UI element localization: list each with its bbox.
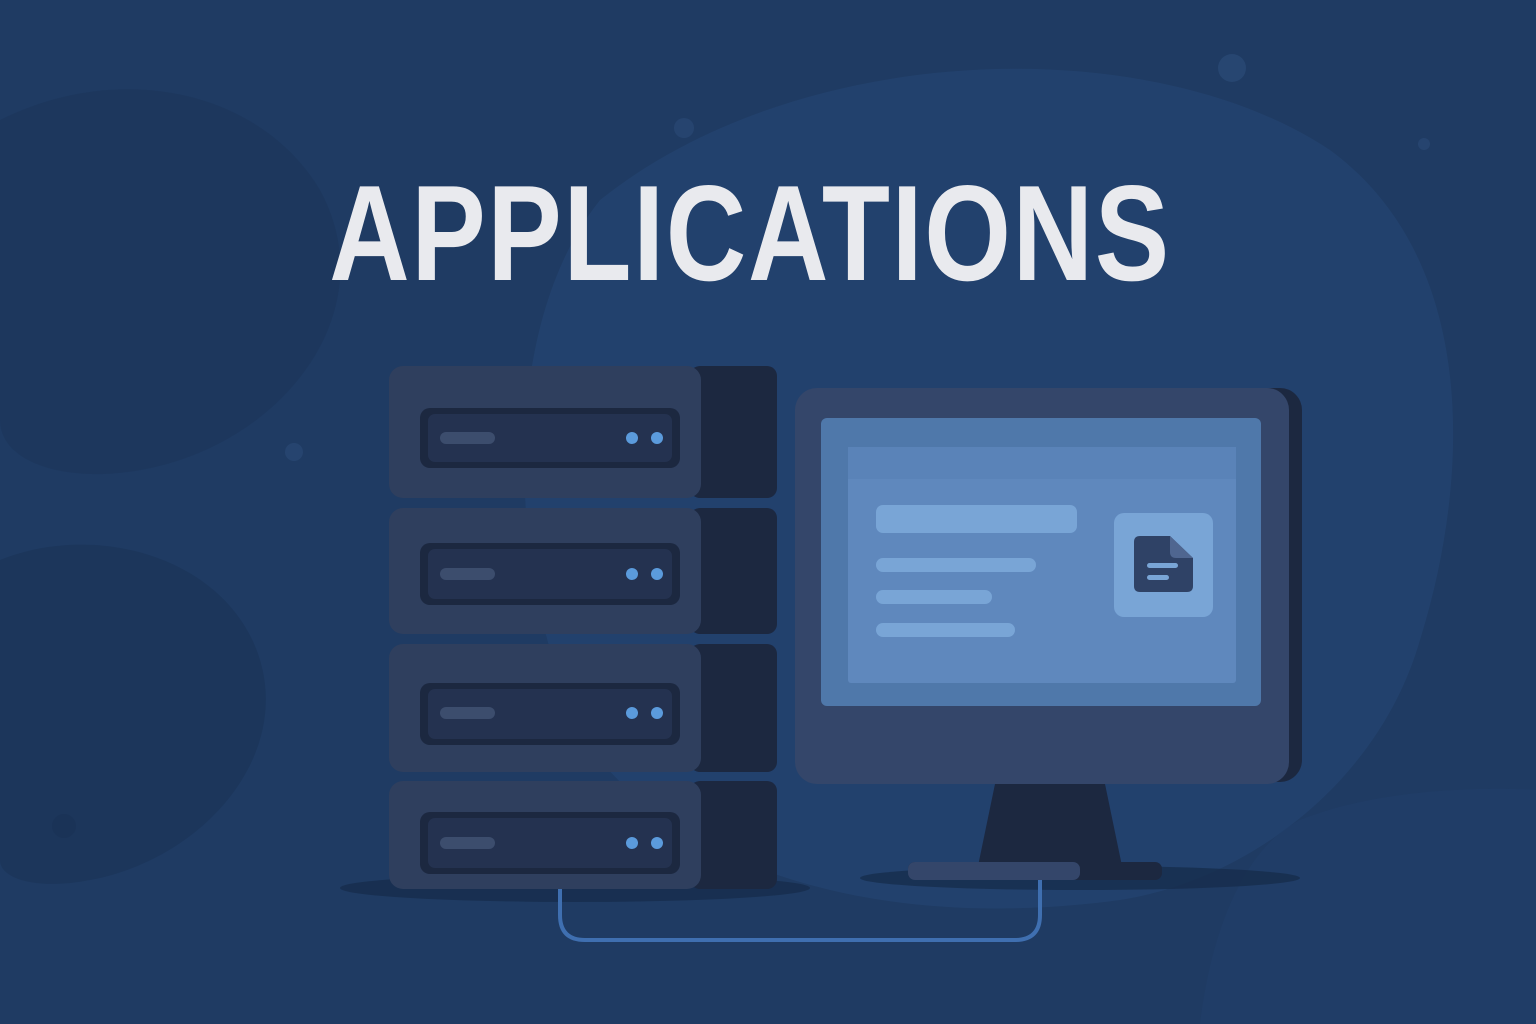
content-heading-bar bbox=[876, 505, 1077, 533]
document-icon bbox=[1134, 536, 1193, 592]
status-led bbox=[626, 568, 638, 580]
app-window-titlebar bbox=[848, 447, 1236, 479]
server-unit bbox=[389, 508, 777, 634]
content-line bbox=[876, 623, 1015, 637]
status-led bbox=[626, 707, 638, 719]
server-unit bbox=[389, 781, 777, 889]
drive-slot bbox=[440, 837, 495, 849]
server-stack-icon bbox=[389, 366, 777, 889]
connection-cable bbox=[558, 878, 1042, 942]
server-unit bbox=[389, 644, 777, 772]
status-led bbox=[651, 432, 663, 444]
monitor-stand bbox=[978, 784, 1122, 866]
status-led bbox=[651, 837, 663, 849]
status-led bbox=[651, 568, 663, 580]
drive-slot bbox=[440, 707, 495, 719]
content-line bbox=[876, 558, 1036, 572]
status-led bbox=[651, 707, 663, 719]
drive-slot bbox=[440, 432, 495, 444]
page-title: APPLICATIONS bbox=[329, 157, 1171, 309]
desktop-monitor-icon bbox=[795, 388, 1302, 880]
server-unit bbox=[389, 366, 777, 498]
status-led bbox=[626, 432, 638, 444]
drive-slot bbox=[440, 568, 495, 580]
content-line bbox=[876, 590, 992, 604]
status-led bbox=[626, 837, 638, 849]
